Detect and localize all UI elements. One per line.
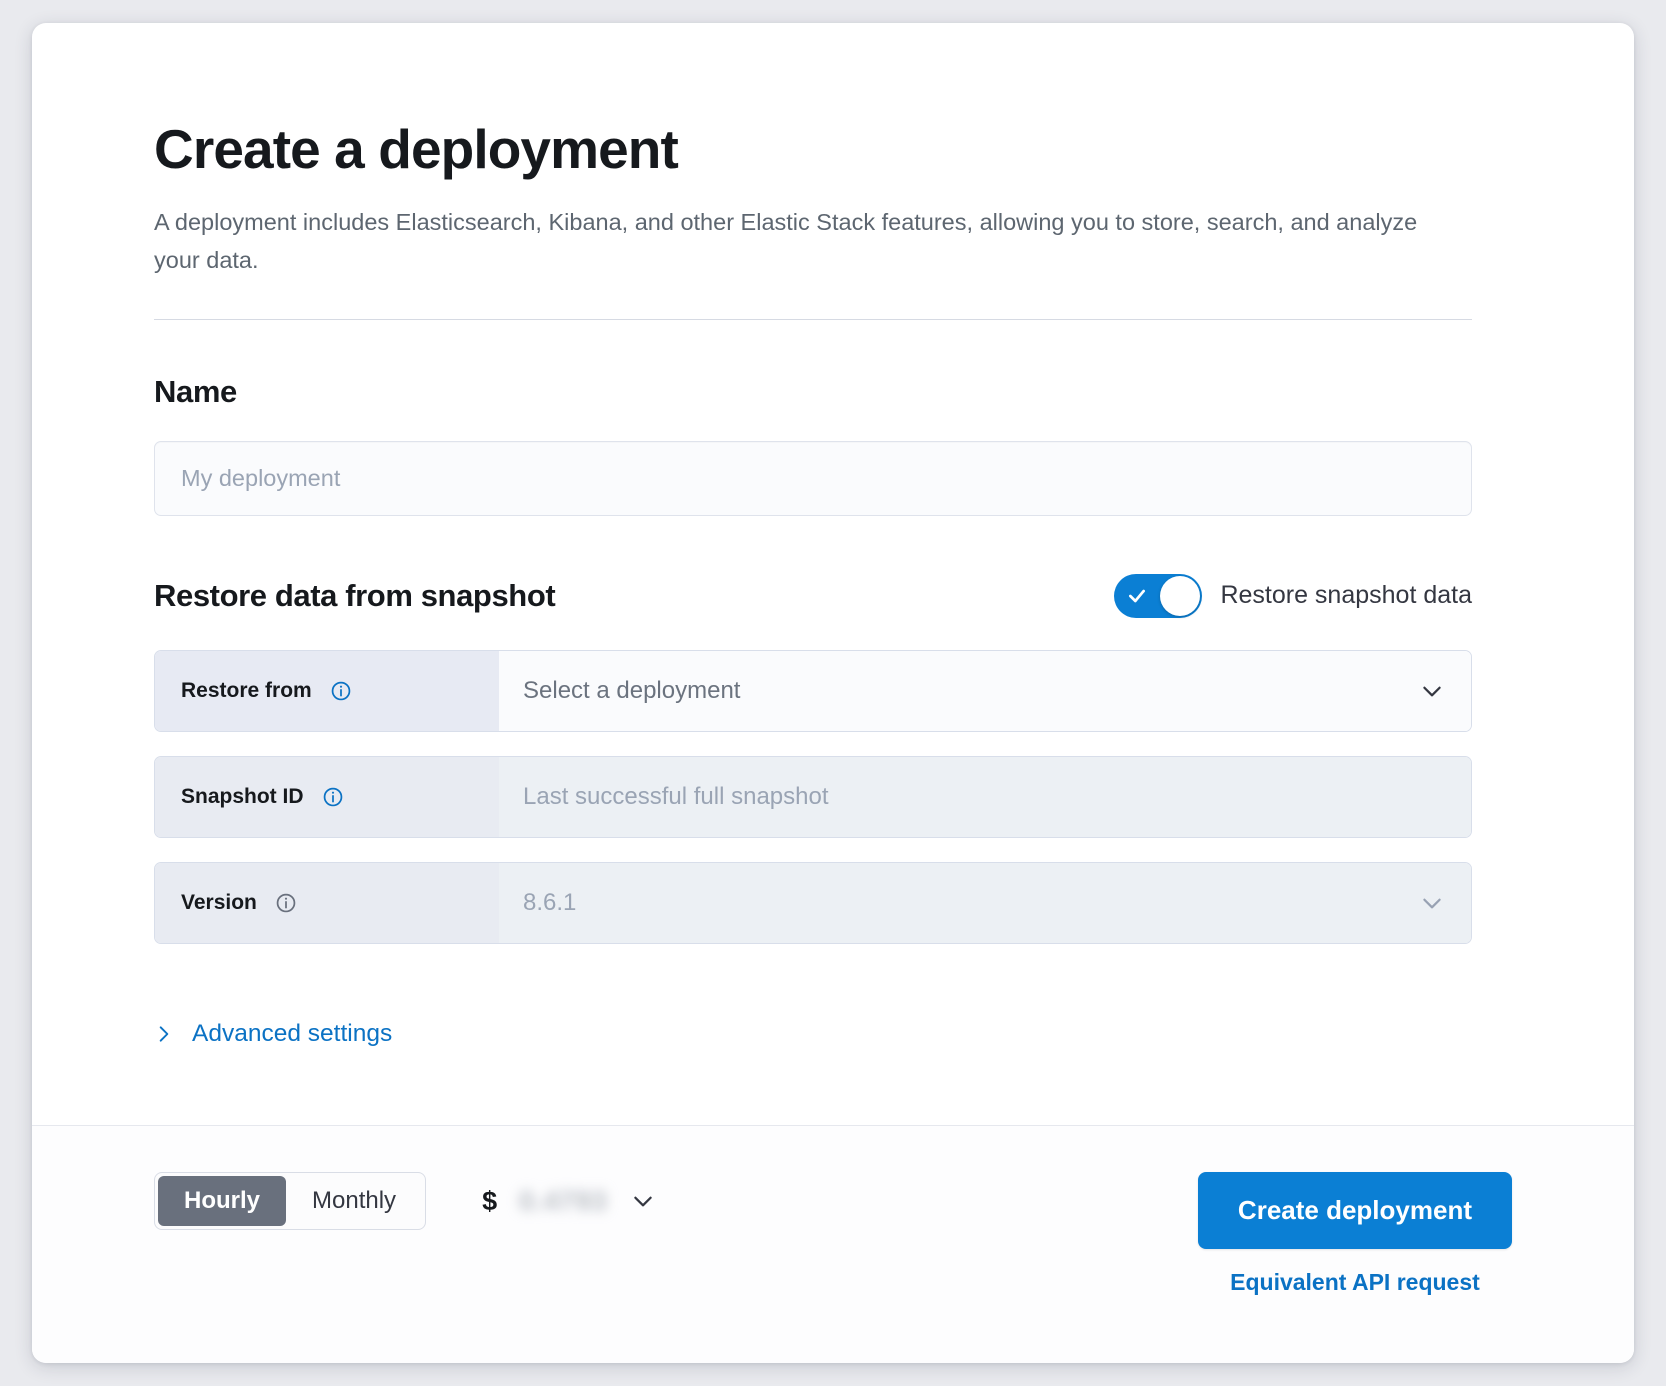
price-amount-redacted: 0.4793 xyxy=(519,1185,608,1216)
create-deployment-card: Create a deployment A deployment include… xyxy=(32,23,1634,1363)
content-column: Create a deployment A deployment include… xyxy=(154,118,1472,1052)
restore-from-value: Select a deployment xyxy=(523,676,741,704)
restore-from-select[interactable]: Select a deployment xyxy=(499,650,1471,731)
snapshot-id-input[interactable]: Last successful full snapshot xyxy=(499,756,1471,837)
restore-form-rows: Restore from Select a deployment xyxy=(154,649,1472,944)
snapshot-id-value: Last successful full snapshot xyxy=(523,782,829,810)
card-footer: Hourly Monthly $ 0.4793 Create deploymen… xyxy=(32,1125,1634,1363)
restore-section-header: Restore data from snapshot Restore snaps… xyxy=(154,573,1472,618)
version-label-cell: Version xyxy=(155,862,499,943)
advanced-settings-label: Advanced settings xyxy=(192,1019,393,1047)
footer-right-group: Create deployment Equivalent API request xyxy=(1197,1172,1512,1296)
advanced-settings-toggle[interactable]: Advanced settings xyxy=(154,1020,392,1048)
deployment-name-input[interactable]: My deployment xyxy=(154,440,1472,516)
version-row: Version 8.6.1 xyxy=(154,861,1472,944)
info-icon[interactable] xyxy=(275,892,297,914)
restore-from-row[interactable]: Restore from Select a deployment xyxy=(154,649,1472,732)
header-divider xyxy=(154,318,1472,320)
restore-section-heading: Restore data from snapshot xyxy=(154,577,556,613)
restore-snapshot-toggle-label: Restore snapshot data xyxy=(1220,581,1472,610)
create-deployment-button[interactable]: Create deployment xyxy=(1197,1172,1512,1249)
currency-symbol: $ xyxy=(482,1185,498,1216)
equivalent-api-request-link[interactable]: Equivalent API request xyxy=(1230,1269,1480,1295)
page-subtitle: A deployment includes Elasticsearch, Kib… xyxy=(154,208,1418,273)
card-body: Create a deployment A deployment include… xyxy=(32,23,1634,1125)
snapshot-id-label-cell: Snapshot ID xyxy=(155,756,499,837)
restore-snapshot-toggle-group[interactable]: Restore snapshot data xyxy=(1114,573,1472,618)
info-icon[interactable] xyxy=(322,786,344,808)
restore-from-label-cell: Restore from xyxy=(155,650,499,731)
check-icon xyxy=(1129,589,1146,603)
snapshot-id-row: Snapshot ID Last successful full snapsho… xyxy=(154,755,1472,838)
version-value: 8.6.1 xyxy=(523,888,577,916)
snapshot-id-label: Snapshot ID xyxy=(181,784,304,808)
page-title: Create a deployment xyxy=(154,118,679,180)
billing-period-toggle[interactable]: Hourly Monthly xyxy=(154,1172,427,1230)
chevron-down-icon[interactable] xyxy=(1419,890,1445,916)
footer-left-group: Hourly Monthly $ 0.4793 xyxy=(154,1172,656,1230)
restore-snapshot-toggle[interactable] xyxy=(1114,573,1203,618)
version-label: Version xyxy=(181,890,257,914)
version-select[interactable]: 8.6.1 xyxy=(499,862,1471,943)
name-section: Name My deployment xyxy=(154,374,1472,516)
billing-option-hourly[interactable]: Hourly xyxy=(158,1176,287,1226)
chevron-down-icon[interactable] xyxy=(630,1188,656,1214)
chevron-down-icon[interactable] xyxy=(1419,678,1445,704)
billing-option-monthly[interactable]: Monthly xyxy=(312,1187,397,1214)
restore-from-label: Restore from xyxy=(181,678,312,702)
chevron-right-icon xyxy=(159,1026,169,1042)
toggle-knob xyxy=(1160,575,1201,616)
price-display[interactable]: $ 0.4793 xyxy=(482,1186,656,1217)
deployment-name-placeholder: My deployment xyxy=(181,464,341,491)
info-icon[interactable] xyxy=(330,680,352,702)
name-section-heading: Name xyxy=(154,373,237,409)
